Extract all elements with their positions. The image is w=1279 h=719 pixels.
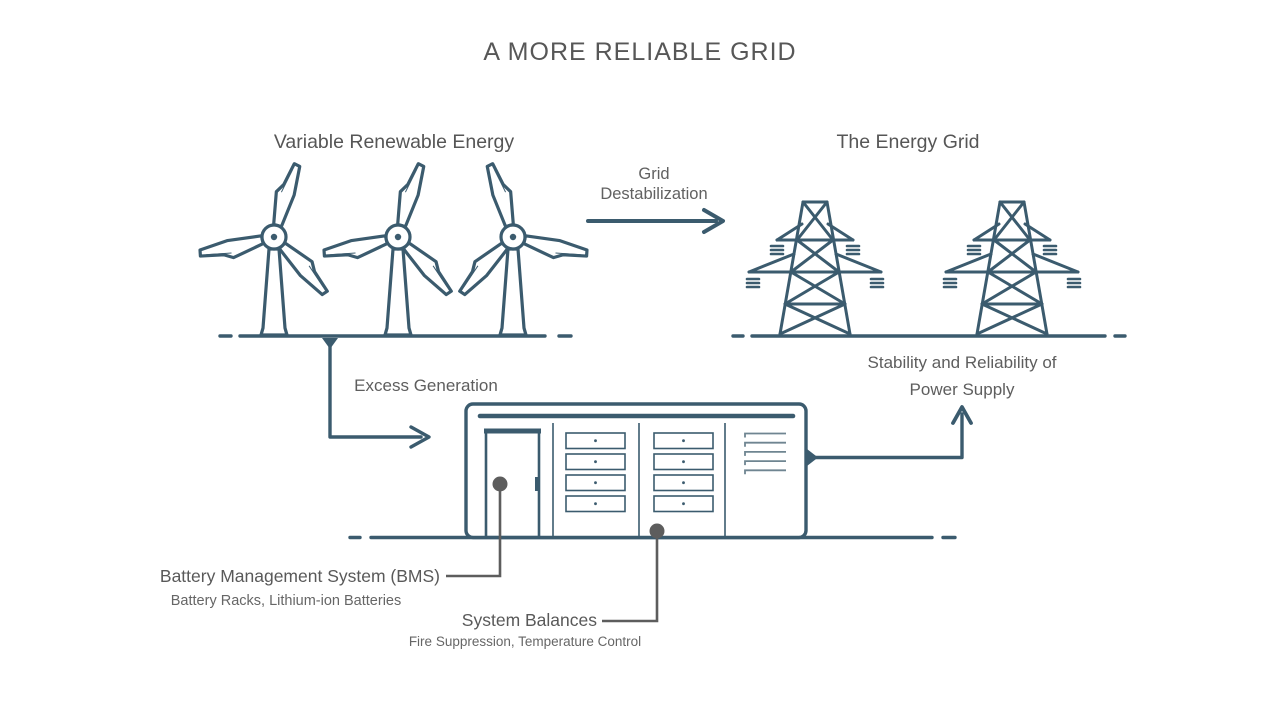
energy-grid-section-label: The Energy Grid <box>836 131 980 153</box>
bms-callout-sublabel: Battery Racks, Lithium-ion Batteries <box>170 593 402 609</box>
system-balances-callout-line <box>602 523 665 623</box>
bms-callout-line <box>446 476 508 578</box>
callout-dot <box>492 476 508 492</box>
vent-panel-icon <box>744 432 786 475</box>
system-balances-callout-sublabel: Fire Suppression, Temperature Control <box>408 634 642 649</box>
battery-storage-container-icon <box>464 402 808 540</box>
grid-destabilization-arrow <box>586 208 725 234</box>
excess-generation-arrow <box>322 338 431 449</box>
wind-turbine-icon <box>322 161 458 335</box>
page-title: A MORE RELIABLE GRID <box>483 38 797 66</box>
excess-generation-label: Excess Generation <box>354 376 498 395</box>
callout-dot <box>649 523 665 539</box>
bms-callout-label: Battery Management System (BMS) <box>159 566 440 586</box>
wind-turbine-icon <box>453 161 589 335</box>
stability-label: Stability and Reliability of Power Suppl… <box>867 353 1057 399</box>
system-balances-callout-label: System Balances <box>461 610 597 630</box>
grid-destabilization-label: Grid Destabilization <box>600 165 708 203</box>
wind-turbine-icon <box>198 161 334 335</box>
transmission-tower-icon <box>745 200 885 336</box>
stability-arrow <box>807 405 973 466</box>
renewables-section-label: Variable Renewable Energy <box>273 131 515 153</box>
transmission-tower-icon <box>942 200 1082 336</box>
